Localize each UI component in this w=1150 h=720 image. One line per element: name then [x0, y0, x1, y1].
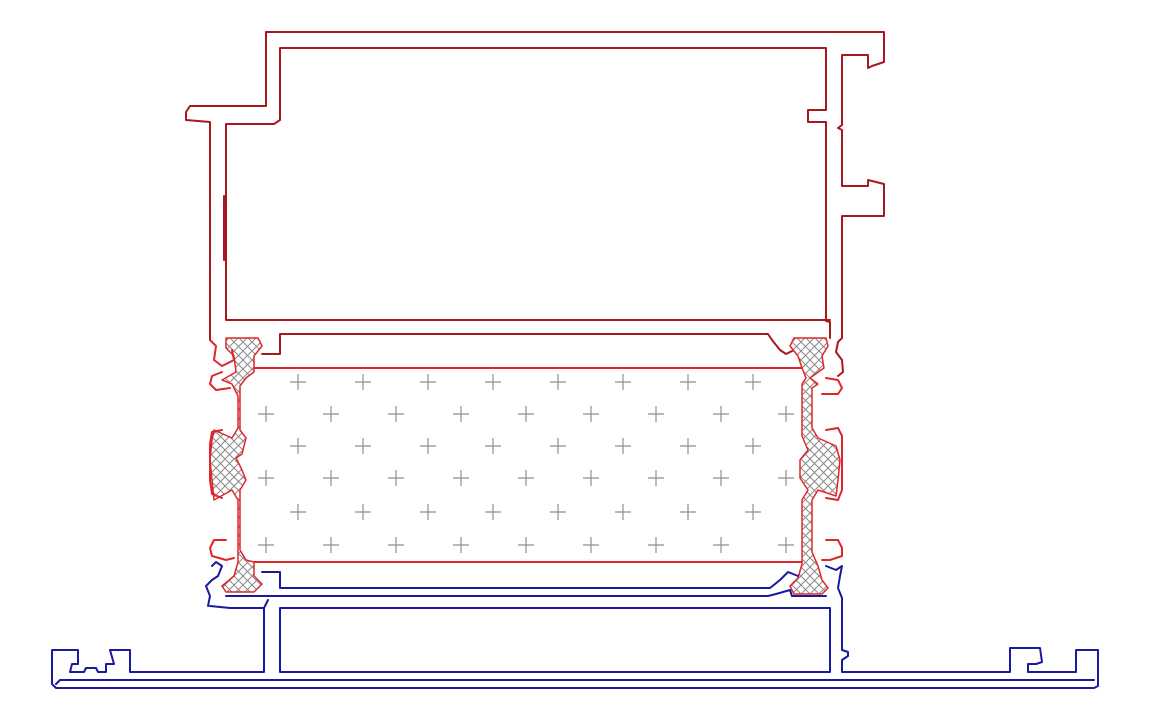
insulation-plus-mark	[388, 470, 404, 486]
insulation-plus-mark	[290, 438, 306, 454]
insulation-plus-mark	[420, 504, 436, 520]
insulation-plus-mark	[518, 470, 534, 486]
upper-profile-bottom-web	[261, 333, 795, 355]
insulation-plus-mark	[648, 470, 664, 486]
left-break-red-outline-a	[209, 371, 231, 391]
insulation-plus-mark	[778, 470, 794, 486]
insulation-plus-mark	[778, 406, 794, 422]
insulation-plus-mark	[680, 504, 696, 520]
insulation-plus-mark	[485, 374, 501, 390]
right-break-red-outline-b	[825, 427, 843, 501]
insulation-plus-mark	[648, 406, 664, 422]
lower-profile-left-drip	[209, 605, 265, 609]
insulation-plus-mark	[323, 470, 339, 486]
insulation-plus-mark	[745, 438, 761, 454]
lower-frame-profile	[51, 561, 1099, 689]
insulation-plus-mark	[453, 406, 469, 422]
insulation-plus-mark	[485, 504, 501, 520]
insulation-plus-mark	[583, 406, 599, 422]
right-break-red-outline-a	[821, 377, 843, 395]
upper-profile-outer-outline	[225, 31, 885, 377]
left-thermal-break-body	[209, 337, 263, 593]
insulation-plus-mark	[453, 470, 469, 486]
insulation-plus-mark	[615, 374, 631, 390]
insulation-plus-mark	[420, 438, 436, 454]
upper-profile-inner-wall	[223, 195, 227, 261]
insulation-plus-mark	[323, 406, 339, 422]
insulation-plus-mark	[518, 406, 534, 422]
lower-profile-right-leg	[51, 565, 1099, 689]
insulation-plus-mark	[355, 438, 371, 454]
insulation-plus-mark	[583, 537, 599, 553]
insulation-plus-pattern	[258, 374, 794, 553]
right-thermal-break	[789, 337, 843, 595]
insulation-plus-mark	[713, 470, 729, 486]
lower-profile-top-flange	[225, 589, 827, 597]
insulation-plus-mark	[583, 470, 599, 486]
insulation-plus-mark	[453, 537, 469, 553]
insulation-plus-mark	[258, 406, 274, 422]
insulation-plus-mark	[323, 537, 339, 553]
lower-profile-inner-top	[261, 571, 799, 589]
insulation-plus-mark	[713, 537, 729, 553]
insulation-plus-mark	[258, 537, 274, 553]
insulation-plus-mark	[680, 374, 696, 390]
insulation-core-outline	[253, 367, 803, 563]
insulation-plus-mark	[615, 504, 631, 520]
left-thermal-break	[209, 337, 263, 593]
right-break-red-outline-c	[821, 539, 843, 561]
insulation-plus-mark	[388, 537, 404, 553]
insulation-plus-mark	[680, 438, 696, 454]
insulation-plus-mark	[355, 504, 371, 520]
insulation-plus-mark	[745, 504, 761, 520]
insulation-plus-mark	[290, 374, 306, 390]
insulation-plus-mark	[388, 406, 404, 422]
insulation-plus-mark	[420, 374, 436, 390]
insulation-plus-mark	[713, 406, 729, 422]
upper-sash-profile	[185, 31, 885, 377]
insulation-plus-mark	[648, 537, 664, 553]
insulation-plus-mark	[355, 374, 371, 390]
lower-profile-bottom-inner	[55, 679, 1095, 685]
lower-profile-left-upper-web	[205, 561, 223, 607]
insulation-plus-mark	[485, 438, 501, 454]
insulation-plus-mark	[290, 504, 306, 520]
left-break-red-outline-b	[209, 429, 223, 499]
insulation-plus-mark	[778, 537, 794, 553]
lower-profile-hollow-chamber	[279, 607, 831, 673]
insulation-plus-mark	[745, 374, 761, 390]
insulation-plus-mark	[550, 374, 566, 390]
insulation-plus-mark	[615, 438, 631, 454]
left-break-red-outline-c	[209, 539, 235, 561]
insulation-plus-mark	[518, 537, 534, 553]
upper-profile-left-flange	[185, 31, 267, 341]
insulation-plus-mark	[550, 438, 566, 454]
insulation-plus-mark	[258, 470, 274, 486]
insulation-plus-mark	[550, 504, 566, 520]
right-thermal-break-body	[789, 337, 841, 595]
left-break-red-outline-top	[209, 339, 235, 367]
